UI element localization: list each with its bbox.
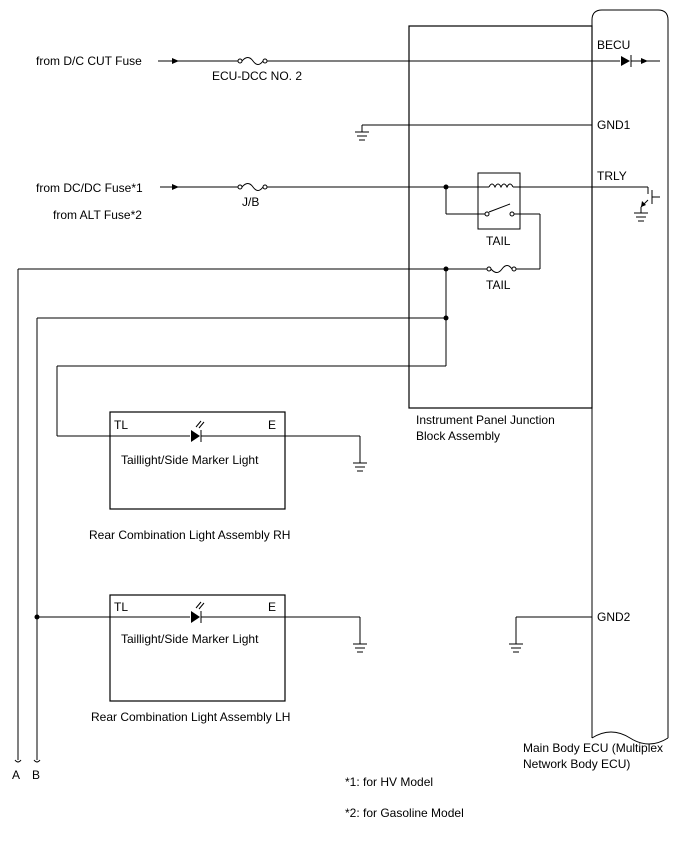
arrow-icon [641,58,648,64]
fuse-ecu-dcc-label: ECU-DCC NO. 2 [212,69,302,83]
ecu-pin-gnd2: GND2 [597,610,631,624]
source-alt-label: from ALT Fuse*2 [53,208,142,222]
fuse-ecu-dcc-icon [241,57,264,65]
rh-pin-tl: TL [114,418,128,432]
connector-a-label: A [12,768,20,782]
rear-light-rh-box [109,411,286,510]
ecu-pin-becu: BECU [597,38,630,52]
ecu-pin-gnd1: GND1 [597,118,631,132]
ecu-pin-trly: TRLY [597,169,627,183]
tail-relay-box [477,172,521,230]
ground-icon [354,131,370,141]
note-hv-model: *1: for HV Model [345,775,433,789]
rear-light-lh-box [109,594,286,702]
arrow-icon [172,58,179,64]
lh-lamp-name: Taillight/Side Marker Light [121,632,259,646]
fuse-jb-icon [241,183,264,191]
note-gasoline-model: *2: for Gasoline Model [345,806,464,820]
ground-icon [352,643,368,653]
source-dc-cut-label: from D/C CUT Fuse [36,54,142,68]
lh-pin-tl: TL [114,600,128,614]
rh-pin-e: E [268,418,276,432]
transistor-icon [641,201,646,207]
connector-break-wave [33,759,41,763]
relay-coil-icon [488,183,514,189]
ground-icon [352,462,368,472]
fuse-jb-label: J/B [242,195,259,209]
arrow-icon [172,184,179,190]
connector-b-label: B [32,768,40,782]
led-icon [191,611,200,623]
tail-relay-label: TAIL [486,234,511,248]
rh-lamp-name: Taillight/Side Marker Light [121,453,259,467]
lh-assembly-label: Rear Combination Light Assembly LH [91,710,290,724]
rh-assembly-label: Rear Combination Light Assembly RH [89,528,290,542]
relay-switch-icon [488,203,511,213]
ecu-break-wave [591,731,669,745]
main-body-ecu-label: Main Body ECU (Multiplex Network Body EC… [523,741,666,771]
lh-pin-e: E [268,600,276,614]
main-body-ecu-box [591,9,669,738]
junction-block-box [408,25,593,409]
ground-icon [508,643,524,653]
junction-block-label: Instrument Panel Junction Block Assembly [416,413,558,443]
diode-icon [621,56,630,66]
led-icon [191,430,200,442]
fuse-tail-label: TAIL [486,278,511,292]
fuse-tail-icon [490,265,513,273]
connector-break-wave [14,759,22,763]
source-dcdc-label: from DC/DC Fuse*1 [36,181,143,195]
ground-icon [633,212,649,222]
